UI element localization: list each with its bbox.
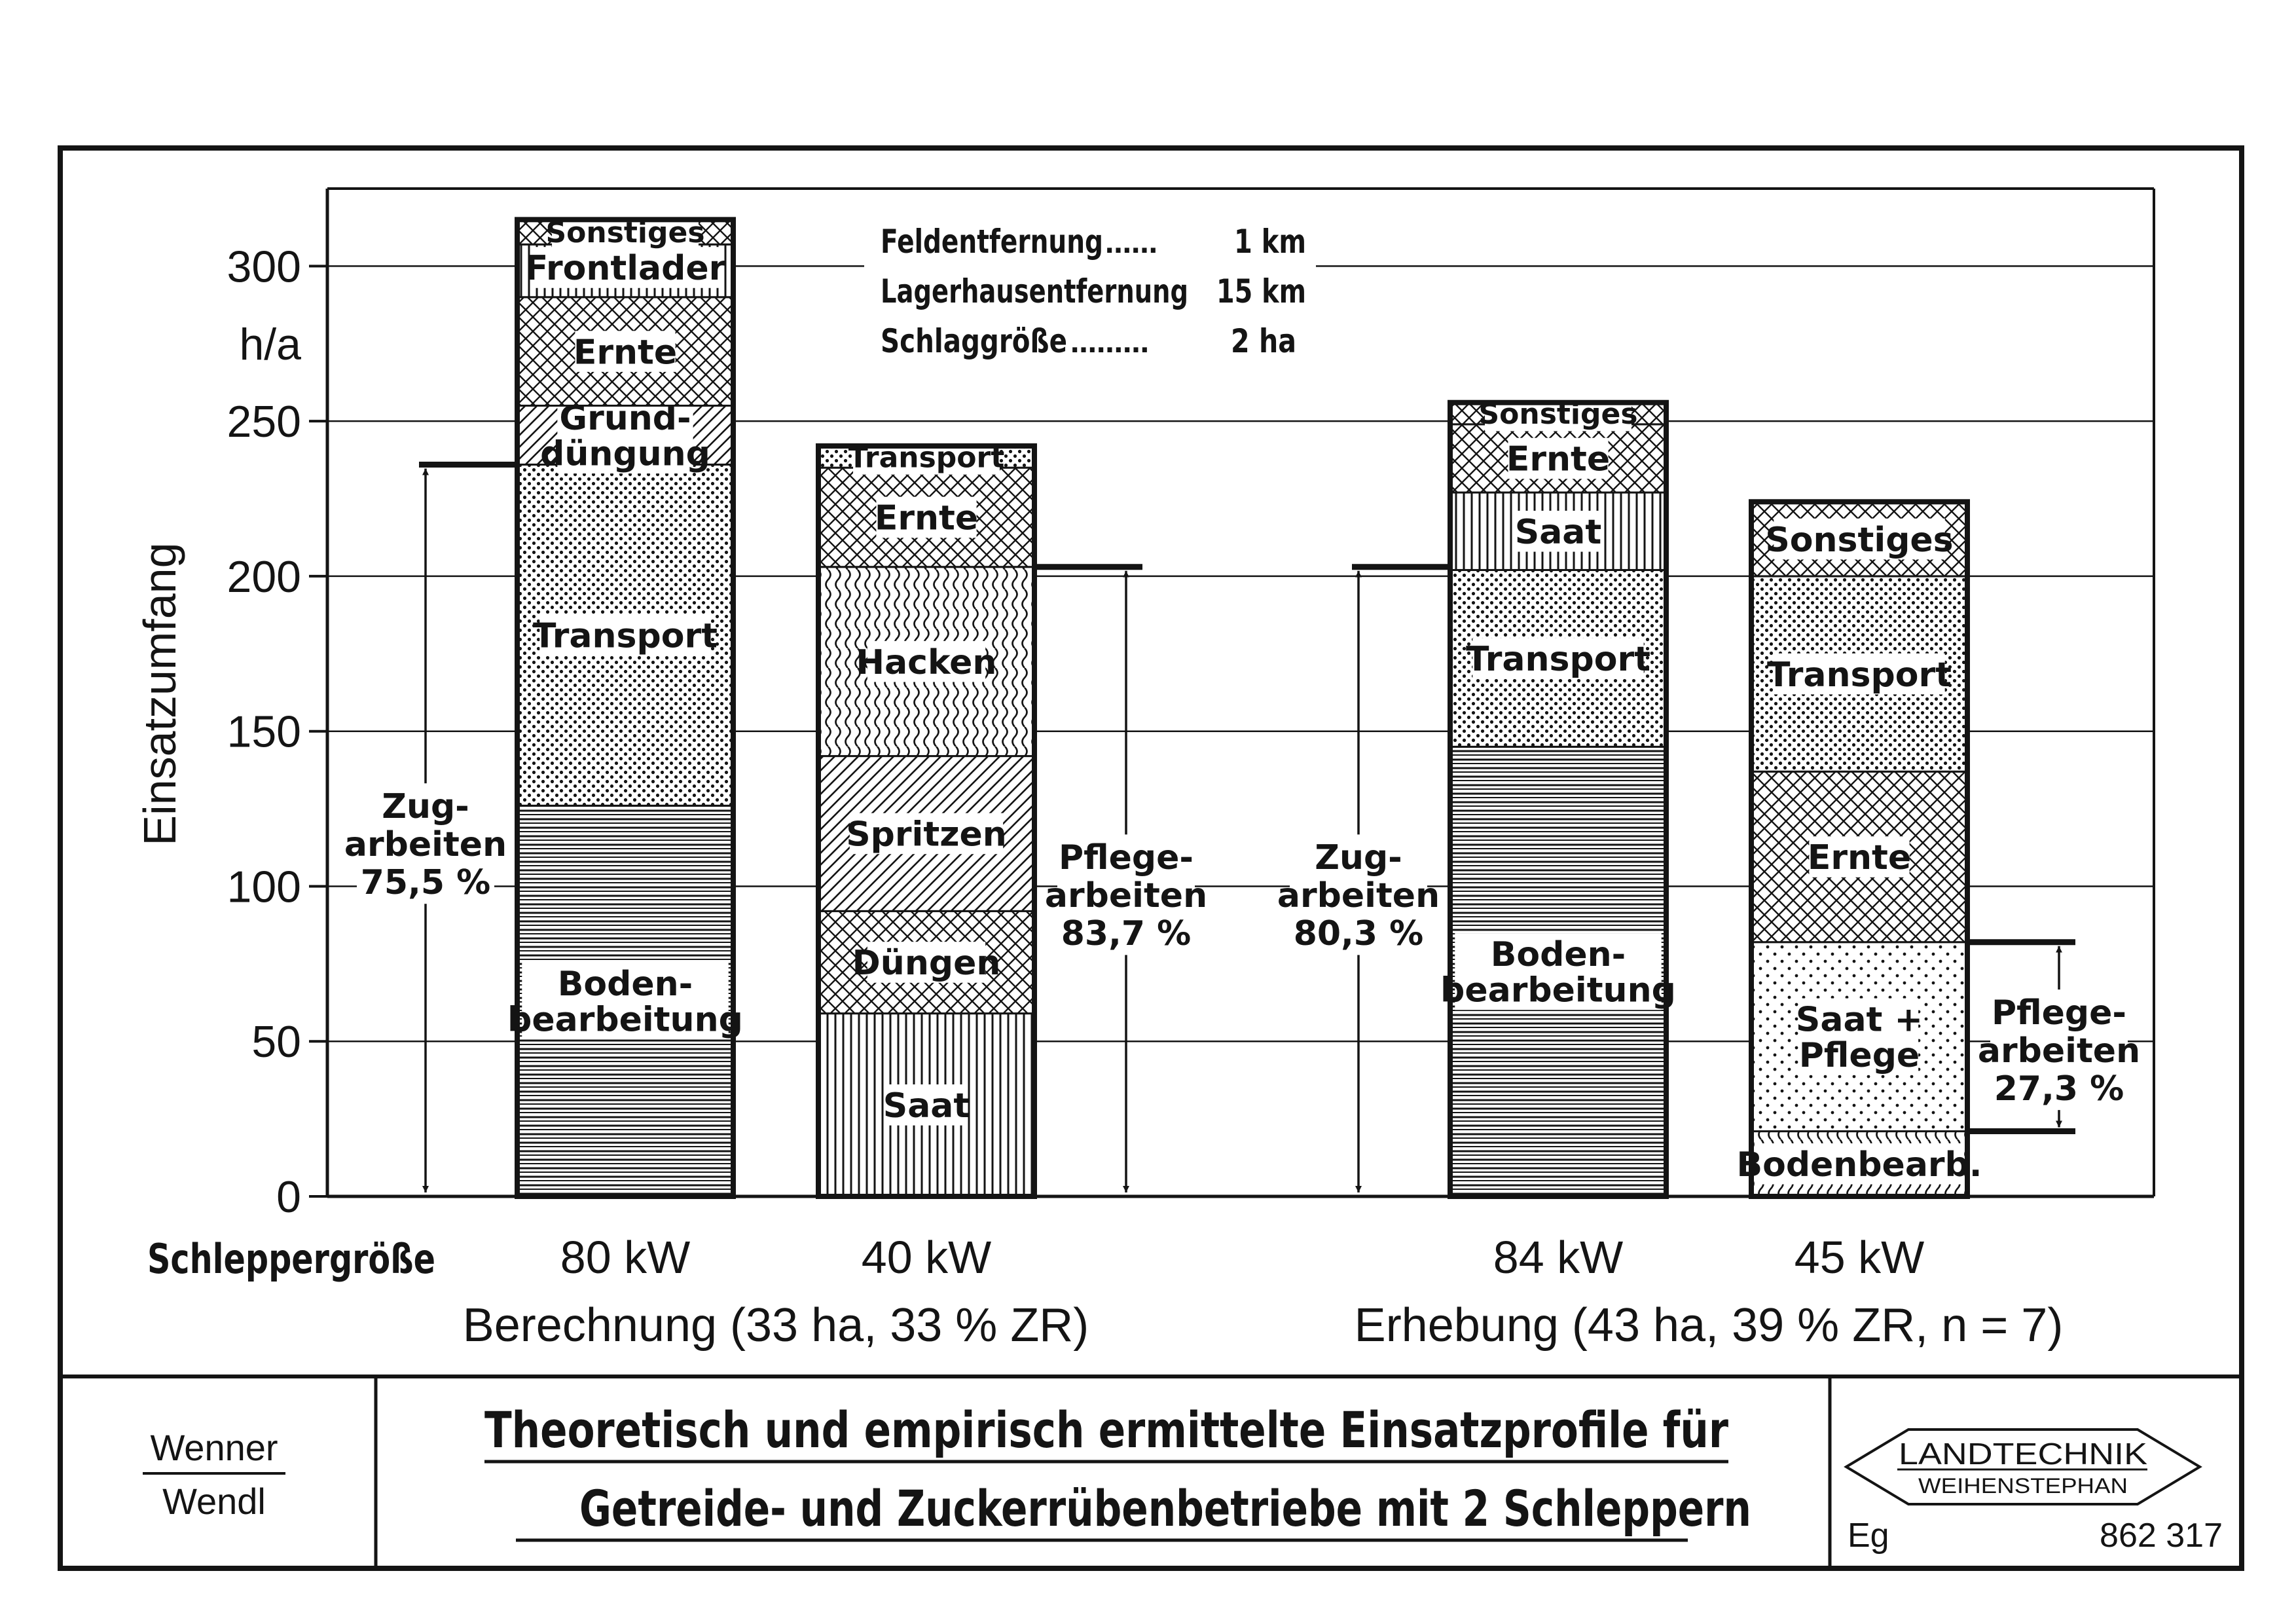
bar-3-segment-4-label-bg [1774, 518, 1945, 560]
bar-0: Boden-bearbeitung Transport Grund-düngung E… [507, 214, 743, 1199]
author-0: Wenner [150, 1427, 278, 1468]
bar-3: Bodenbearb. Saat +Pflege Ernte Transport Son… [1736, 499, 1982, 1200]
bar-1-segment-4-label-bg [876, 496, 977, 538]
bar-1-segment-3-label-bg [867, 640, 986, 682]
y-tick-label-0: 0 [276, 1172, 301, 1222]
bar-3-segment-1-label: Saat +Pflege [1796, 1001, 1923, 1076]
series-code: Eg [1848, 1517, 1889, 1555]
title-block: Wenner Wendl Theoretisch und empirisch e… [143, 1401, 2223, 1555]
landtechnik-logo-top: LANDTECHNIK [1899, 1437, 2147, 1471]
info-value-1: 15 km [1216, 272, 1306, 310]
bar-3-segment-3-label: Transport [1767, 655, 1952, 695]
drawing-number: 862 317 [2100, 1517, 2223, 1555]
x-category-label-3: 45 kW [1795, 1232, 1924, 1283]
bar-2-segment-0-label-bg [1455, 933, 1662, 1010]
bar-1-segment-0-label: Saat [883, 1086, 970, 1126]
bar-3-segment-3-label-bg [1774, 653, 1945, 695]
title-line-2: Getreide- und Zuckerrübenbetriebe mit 2 … [579, 1479, 1751, 1538]
landtechnik-logo-diamond [1844, 1428, 2202, 1505]
bar-1-outline [816, 443, 1037, 1200]
y-tick-label-300: 300 [227, 242, 301, 291]
bar-2-segment-3-label: Ernte [1506, 440, 1610, 479]
y-tick-label-100: 100 [227, 862, 301, 912]
bar-2: Boden-bearbeitungTransportSaatErnteSonst… [1440, 396, 1676, 1199]
bar-1-segment-0-label-bg [884, 1084, 968, 1126]
y-unit-label: h/a [239, 320, 301, 369]
bar-1-segment-2-label: Spritzen [846, 815, 1007, 855]
y-tick-label-50: 50 [251, 1017, 301, 1067]
x-category-label-1: 40 kW [862, 1232, 991, 1283]
bar-2-segment-2-label-bg [1516, 510, 1600, 552]
group-label-0: Berechnung (33 ha, 33 % ZR) [463, 1299, 1089, 1352]
bar-0-segment-0-label-bg [522, 963, 729, 1040]
bar-0-segment-1-label-bg [539, 614, 711, 656]
annotation-3-label-bg [1990, 989, 2128, 1111]
bar-3-outline [1749, 499, 1970, 1200]
y-tick-label-150: 150 [227, 707, 301, 757]
annotation-1-label-bg [1057, 834, 1195, 955]
bar-3-segment-2-label: Ernte [1808, 838, 1911, 877]
info-box-background [864, 216, 1316, 367]
axis-labels: 0 50 100 150 200 250 300 h/aEinsatzumfangSchlep… [134, 242, 2063, 1352]
bar-2-segment-3-label-bg [1508, 437, 1609, 479]
annotation-2-label-bg [1290, 834, 1427, 955]
bar-2-segment-2-label: Saat [1515, 513, 1602, 552]
info-label-1: Lagerhausentfernung [881, 272, 1188, 310]
bar-0-segment-2-label: Grund-düngung [540, 399, 710, 474]
bar-0-segment-2-label-bg [557, 396, 693, 474]
info-value-2: 2 ha [1231, 322, 1296, 360]
bar-0-segment-4-label: Frontlader [525, 249, 726, 288]
bar-3-segment-2-label-bg [1809, 836, 1910, 877]
x-axis-title: Schleppergröße [147, 1235, 435, 1283]
y-tick-label-250: 250 [227, 397, 301, 447]
x-category-label-2: 84 kW [1493, 1232, 1623, 1283]
bar-1-segment-2-label-bg [849, 813, 1004, 855]
bar-0-segment-4-label-bg [530, 247, 720, 288]
group-label-1: Erhebung (43 ha, 39 % ZR, n = 7) [1355, 1299, 2064, 1352]
bar-0-segment-3-label-bg [575, 331, 676, 372]
bar-0-segment-3-label: Ernte [574, 333, 677, 372]
info-dots-0: …… [1105, 229, 1157, 259]
landtechnik-logo-bottom: WEIHENSTEPHAN [1918, 1474, 2128, 1498]
bar-2-segment-1-label-bg [1472, 638, 1644, 679]
bar-0-segment-1-label: Transport [533, 617, 718, 656]
bar-1-segment-1-label-bg [867, 942, 986, 983]
bar-3-segment-4-label: Sonstiges [1765, 521, 1953, 560]
info-value-0: 1 km [1234, 223, 1306, 261]
info-label-0: Feldentfernung [881, 223, 1103, 261]
bar-0-outline [515, 217, 736, 1199]
y-tick-label-200: 200 [227, 552, 301, 602]
bar-3-segment-0-label-bg [1756, 1143, 1963, 1185]
bar-3-segment-1-label-bg [1800, 998, 1919, 1075]
bar-1-segment-1-label: Düngen [852, 944, 1001, 983]
bar-0-segment-0-label: Boden-bearbeitung [507, 965, 743, 1040]
bar-2-segment-1-label: Transport [1466, 640, 1650, 679]
x-category-label-0: 80 kW [560, 1232, 690, 1283]
info-label-2: Schlaggröße [881, 322, 1067, 360]
bar-2-segment-0-label: Boden-bearbeitung [1440, 935, 1676, 1010]
bar-2-outline [1448, 399, 1669, 1199]
info-box: Feldentfernung …… 1 km Lagerhausentfernu… [881, 223, 1306, 360]
bar-1-segment-4-label: Ernte [875, 499, 978, 538]
bar-1-segment-3-label: Hacken [856, 643, 997, 682]
title-line-1: Theoretisch und empirisch ermittelte Ein… [484, 1401, 1728, 1459]
bar-3-segment-0-label: Bodenbearb. [1736, 1145, 1982, 1185]
outer-frame [58, 145, 2244, 1571]
bars: Boden-bearbeitungTransportGrund-düngungE… [507, 214, 1982, 1200]
y-axis-title: Einsatzumfang [134, 542, 185, 845]
author-1: Wendl [162, 1481, 266, 1522]
annotation-0-label-bg [357, 783, 494, 904]
info-dots-2: ……… [1070, 329, 1149, 359]
